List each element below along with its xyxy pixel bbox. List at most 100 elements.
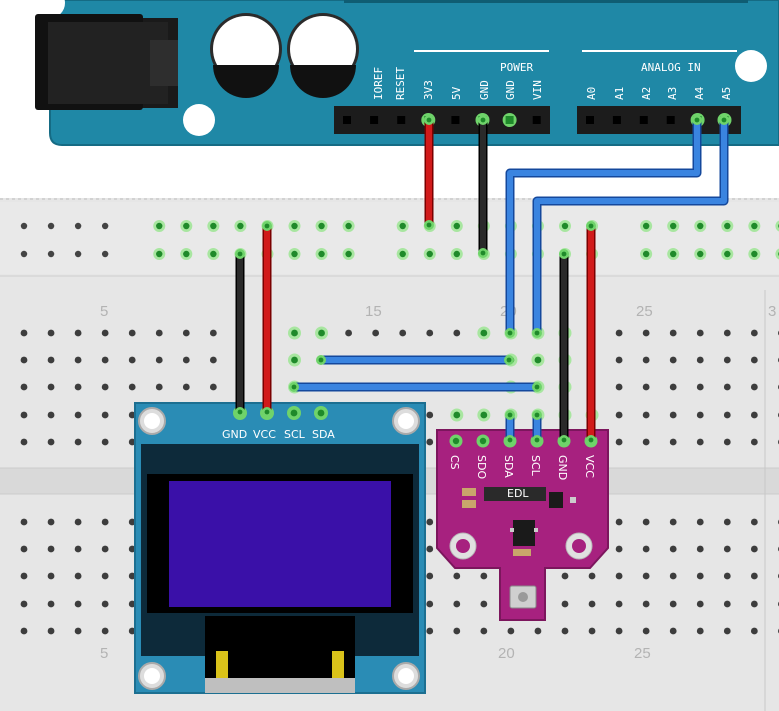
wire-end [505,328,515,338]
sensor-pin-labels: CS SDO SDA SCL GND VCC [448,455,596,480]
pin-label-a5: A5 [720,87,733,100]
terminal-hole [615,356,623,364]
terminal-hole [155,356,163,364]
terminal-hole [669,438,677,446]
terminal-hole [750,627,758,635]
sensor-pin-sdo: SDO [475,455,488,479]
terminal-hole [480,600,488,608]
rail-hole [20,222,28,230]
terminal-hole [642,600,650,608]
terminal-hole [750,329,758,337]
header-socket [370,116,379,124]
terminal-hole [101,572,109,580]
terminal-hole [74,627,82,635]
terminal-hole [20,518,28,526]
terminal-hole [615,438,623,446]
terminal-hole [47,411,55,419]
terminal-hole [723,356,731,364]
wire-end [235,249,245,259]
terminal-hole [128,329,136,337]
terminal-hole [20,411,28,419]
wire-end [424,220,434,230]
wire-end [424,115,434,125]
terminal-hole [615,545,623,553]
terminal-hole [642,545,650,553]
wire-end [262,407,272,417]
terminal-hole [101,411,109,419]
terminal-hole [47,600,55,608]
wire-end [316,355,326,365]
terminal-hole [669,627,677,635]
terminal-hole [74,356,82,364]
analog-header-label: ANALOG IN [641,61,701,74]
pin-label-vin: VIN [531,80,544,100]
pin-label-a3: A3 [666,87,679,100]
sensor-pin-scl: SCL [529,455,542,477]
rail-hole [315,220,328,232]
terminal-hole [696,600,704,608]
rail-hole [207,220,220,232]
terminal-hole [372,329,380,337]
terminal-hole [534,627,542,635]
terminal-hole [101,329,109,337]
terminal-hole [723,627,731,635]
wire-end [586,435,596,445]
wire-end [505,435,515,445]
terminal-hole [723,572,731,580]
terminal-hole [47,438,55,446]
wire-end [505,410,515,420]
rail-hole [153,248,166,260]
wire-end [504,355,514,365]
terminal-hole [74,411,82,419]
terminal-hole [669,411,677,419]
wire-end [478,248,488,258]
pin-label-gnd-2: GND [504,80,517,100]
terminal-hole [209,356,217,364]
chip-label: EDL [507,487,529,500]
terminal-hole [315,326,329,340]
oled-display-module: GND VCC SCL SDA [134,402,426,694]
terminal-hole [453,600,461,608]
rail-hole [640,248,653,260]
header-socket [639,116,648,124]
terminal-hole [47,572,55,580]
terminal-hole [128,627,136,635]
rail-hole [559,220,571,232]
power-header-label: POWER [500,61,533,74]
terminal-hole [155,383,163,391]
terminal-hole [453,572,461,580]
terminal-hole [669,329,677,337]
terminal-hole [47,545,55,553]
terminal-hole [47,518,55,526]
terminal-hole [155,329,163,337]
terminal-hole [642,627,650,635]
terminal-hole [696,627,704,635]
terminal-hole [426,600,434,608]
header-socket [532,116,541,124]
terminal-hole [128,383,136,391]
terminal-hole [588,627,596,635]
column-number-15: 15 [365,303,382,320]
rail-hole [667,220,680,232]
terminal-hole [47,627,55,635]
capacitor [287,13,359,98]
terminal-hole [101,383,109,391]
terminal-hole [182,356,190,364]
pin-label-a4: A4 [693,86,706,100]
wire-end [532,435,542,445]
rail-hole [47,250,55,258]
terminal-hole [128,411,136,419]
terminal-hole [669,356,677,364]
terminal-hole [128,545,136,553]
terminal-hole [20,572,28,580]
header-socket [586,116,594,124]
terminal-hole [750,411,758,419]
terminal-hole [750,356,758,364]
terminal-hole [696,356,704,364]
pin-label-a0: A0 [585,87,598,100]
capacitor [210,13,282,98]
terminal-hole [561,600,569,608]
rail-hole [342,220,355,232]
terminal-hole [669,600,677,608]
terminal-hole [128,600,136,608]
